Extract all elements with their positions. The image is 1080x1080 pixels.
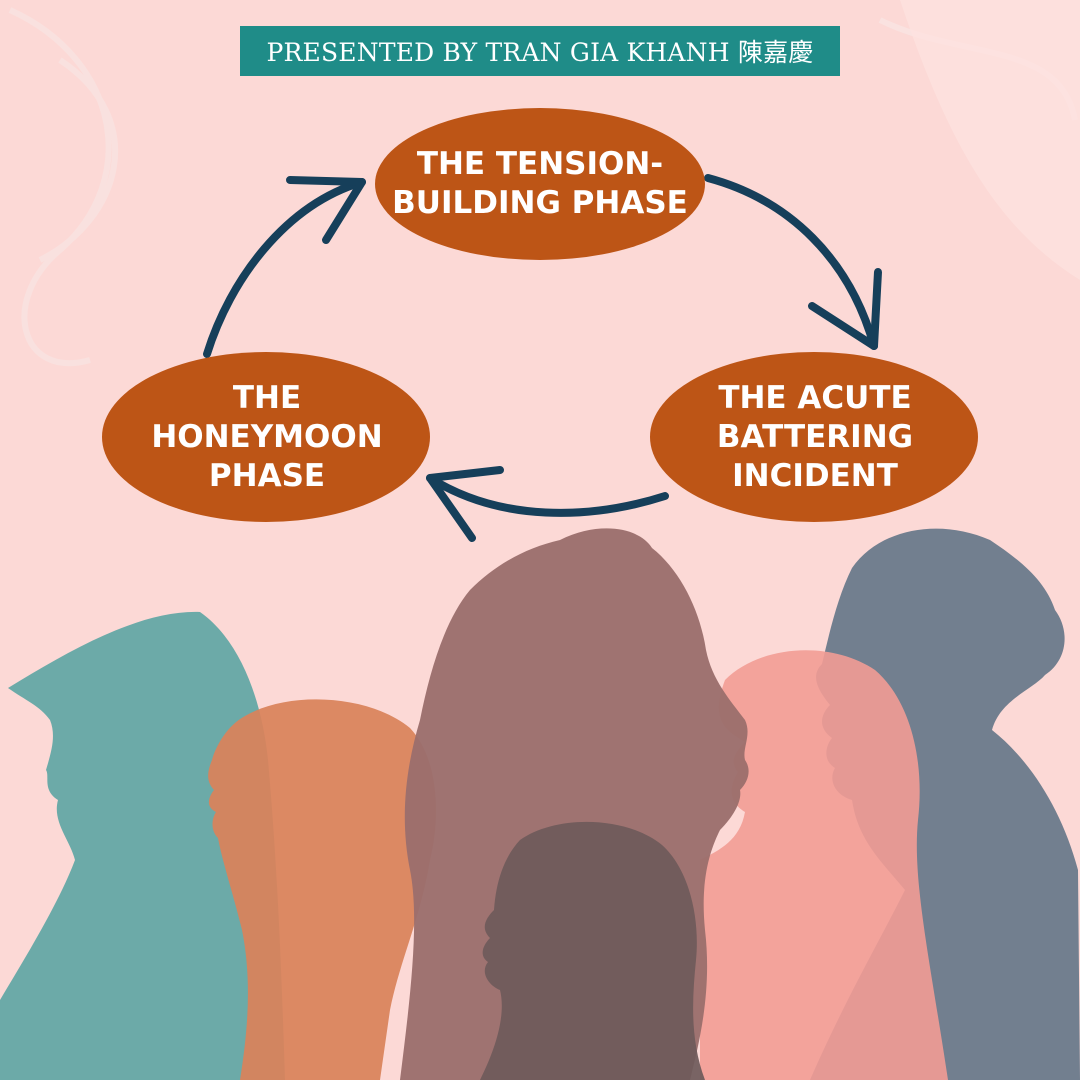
arrow-acute-to-honeymoon — [426, 474, 669, 517]
arrow-tension-to-acute — [704, 174, 878, 350]
silhouette-teal — [0, 611, 285, 1080]
presenter-banner: PRESENTED BY TRAN GIA KHANH 陳嘉慶 — [240, 26, 840, 76]
silhouette-pink — [700, 650, 948, 1080]
arrowhead-honeymoon — [426, 466, 504, 542]
presenter-banner-text: PRESENTED BY TRAN GIA KHANH 陳嘉慶 — [266, 38, 814, 67]
silhouette-orange — [208, 699, 436, 1080]
arrowhead-acute — [808, 268, 882, 350]
silhouette-blue-grey — [810, 528, 1080, 1080]
phase-acute-battering: THE ACUTE BATTERING INCIDENT — [650, 352, 980, 522]
phase-honeymoon: THE HONEYMOON PHASE — [102, 352, 432, 522]
arrow-honeymoon-to-tension — [203, 178, 366, 358]
phase-ellipse-honeymoon — [102, 352, 430, 522]
phase-label-tension-building: THE TENSION- BUILDING PHASE — [392, 146, 688, 221]
phase-ellipse-acute-battering — [650, 352, 978, 522]
phase-tension-building: THE TENSION- BUILDING PHASE — [375, 108, 705, 260]
cycle-arrows — [203, 174, 882, 542]
phase-ellipse-tension-building — [375, 108, 705, 260]
silhouette-dark-front — [480, 821, 705, 1080]
phase-label-honeymoon: THE HONEYMOON PHASE — [151, 379, 383, 494]
background-blob — [900, 0, 1080, 280]
women-silhouettes — [0, 528, 1080, 1080]
arrowhead-tension — [286, 176, 366, 244]
phase-label-acute-battering: THE ACUTE BATTERING INCIDENT — [716, 379, 914, 494]
